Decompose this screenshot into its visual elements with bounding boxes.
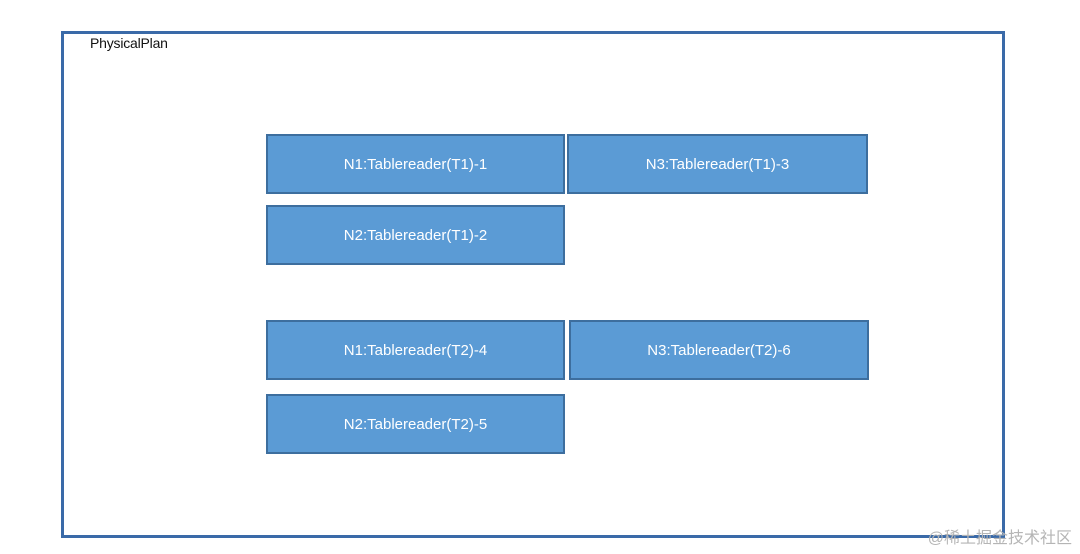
node-n2-tablereader-t1-2: N2:Tablereader(T1)-2 xyxy=(266,205,565,265)
watermark: @稀土掘金技术社区 xyxy=(927,530,1072,547)
node-n3-tablereader-t2-6: N3:Tablereader(T2)-6 xyxy=(569,320,869,380)
physical-plan-frame xyxy=(61,31,1005,538)
node-n1-tablereader-t1-1: N1:Tablereader(T1)-1 xyxy=(266,134,565,194)
frame-title: PhysicalPlan xyxy=(90,35,168,51)
node-n3-tablereader-t1-3: N3:Tablereader(T1)-3 xyxy=(567,134,868,194)
node-n2-tablereader-t2-5: N2:Tablereader(T2)-5 xyxy=(266,394,565,454)
node-n1-tablereader-t2-4: N1:Tablereader(T2)-4 xyxy=(266,320,565,380)
